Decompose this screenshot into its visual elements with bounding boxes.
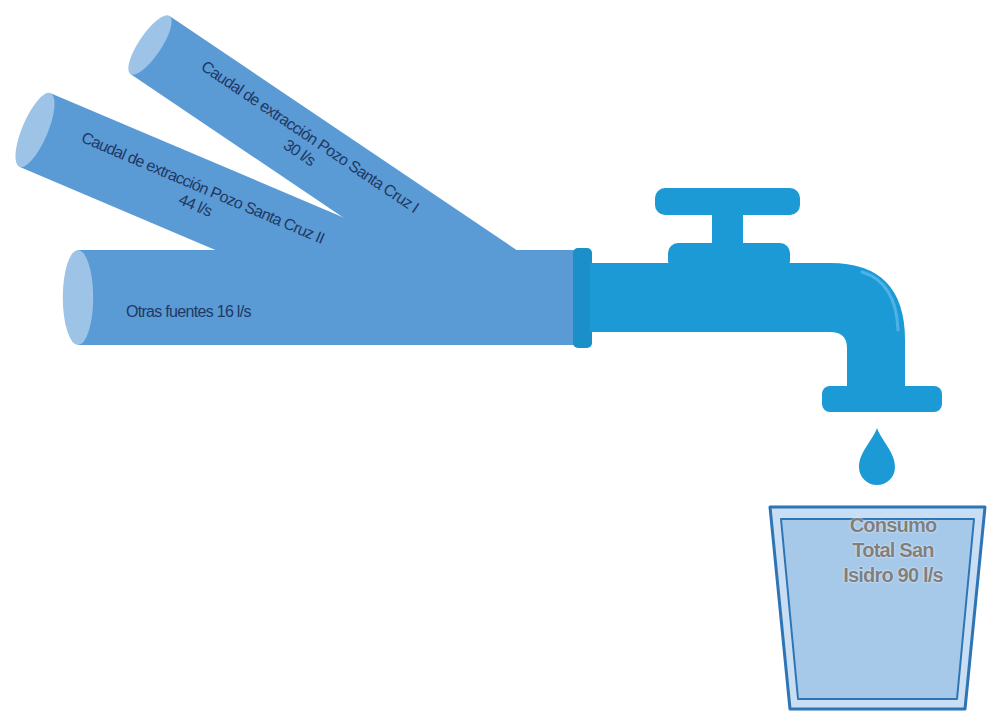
consumption-label: Consumo Total San Isidro 90 l/s [818,513,968,588]
faucet-highlight [862,272,898,330]
faucet-body [590,263,905,390]
faucet-handle-base [668,243,790,271]
pipe-end [63,250,93,345]
glass-outer [770,507,985,709]
faucet-handle-stem [712,208,743,248]
faucet-handle-bar [655,188,800,215]
consumption-glass: Consumo Total San Isidro 90 l/s [765,505,990,712]
faucet-nozzle [822,386,942,412]
pipe-body [78,250,578,345]
water-drop [859,428,895,485]
pipe-end [121,10,179,81]
glass-shape [765,505,990,712]
pipe-end [8,88,63,172]
